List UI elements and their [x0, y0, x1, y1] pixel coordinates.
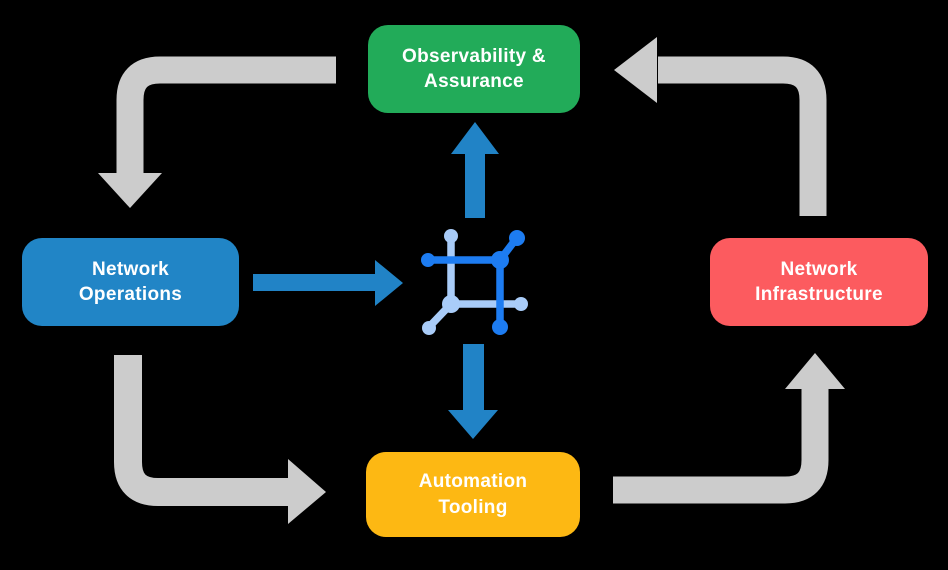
- node-automation-tooling: Automation Tooling: [366, 452, 580, 537]
- network-fabric-icon-dark-part: [421, 230, 525, 335]
- icon-junction-top-right: [491, 251, 509, 269]
- node-label: Observability & Assurance: [402, 45, 546, 92]
- flow-arrows: [253, 122, 499, 439]
- cycle-arrows: [98, 37, 845, 524]
- flow-arrow-center-to-observability-icon: [451, 122, 499, 218]
- node-label: Network Infrastructure: [755, 258, 883, 305]
- cycle-arrow-operations-to-automation: [114, 355, 289, 506]
- cycle-arrowhead-up-icon: [785, 353, 845, 389]
- flow-arrow-center-to-automation-icon: [448, 344, 498, 439]
- icon-node-bottom-left-outer: [422, 321, 436, 335]
- cycle-arrow-observability-to-operations: [116, 56, 336, 174]
- node-label: Automation Tooling: [418, 471, 528, 518]
- icon-node-top: [444, 229, 458, 243]
- network-fabric-icon-light-part: [422, 229, 528, 335]
- node-network-infrastructure: Network Infrastructure: [710, 238, 928, 326]
- cycle-arrow-automation-to-infrastructure: [613, 389, 829, 504]
- icon-node-left: [421, 253, 435, 267]
- cycle-arrow-infrastructure-to-observability: [658, 56, 827, 216]
- node-network-operations: Network Operations: [22, 238, 239, 326]
- node-label: Network Operations: [78, 258, 183, 305]
- cycle-arrowhead-left-icon: [614, 37, 657, 103]
- network-fabric-icon: [421, 229, 528, 335]
- icon-node-top-right-outer: [509, 230, 525, 246]
- flow-arrow-operations-to-center-icon: [253, 260, 403, 306]
- node-observability-assurance: Observability & Assurance: [368, 25, 580, 113]
- icon-junction-bottom-left: [442, 295, 460, 313]
- cycle-arrowhead-down-icon: [98, 173, 162, 208]
- icon-node-right: [514, 297, 528, 311]
- icon-node-bottom: [492, 319, 508, 335]
- cycle-arrowhead-right-icon: [288, 459, 326, 524]
